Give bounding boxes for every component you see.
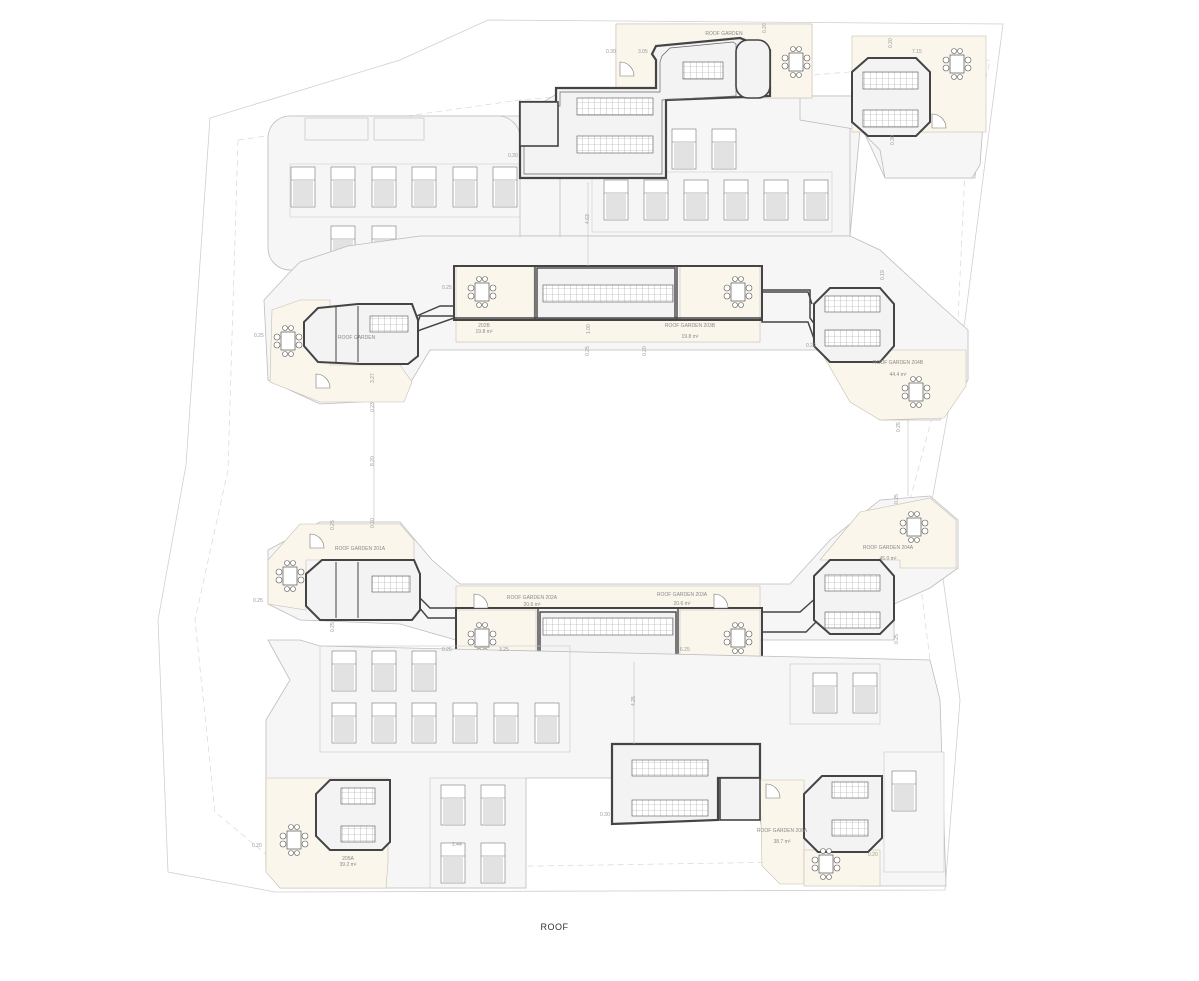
garden-row3-mid-b-area: 20.6 m² (674, 601, 691, 607)
svg-text:0.25: 0.25 (894, 634, 900, 644)
svg-text:0.19: 0.19 (880, 270, 886, 280)
svg-text:3.25: 3.25 (499, 647, 509, 653)
roof-block-row3-left (305, 559, 421, 621)
pv-array (371, 575, 411, 593)
garden-row3-mid-a-label: ROOF GARDEN 202A (507, 595, 558, 601)
roof-block-row2-left (303, 303, 419, 365)
pv-array (862, 71, 919, 90)
garden-bottom-right (759, 779, 805, 885)
svg-text:0.25: 0.25 (442, 647, 452, 653)
pv-array (340, 787, 376, 805)
svg-text:1.00: 1.00 (586, 324, 592, 334)
svg-text:3.05: 3.05 (638, 49, 648, 55)
svg-text:0.23: 0.23 (370, 402, 376, 412)
pv-array (576, 97, 654, 116)
pv-array (631, 799, 709, 817)
garden-row3-right (819, 497, 957, 569)
svg-text:0.20: 0.20 (868, 852, 878, 858)
pv-array (824, 611, 881, 629)
svg-text:0.25: 0.25 (442, 285, 452, 291)
garden-row2-right-label: ROOF GARDEN 204B (873, 360, 924, 366)
svg-text:0.25: 0.25 (330, 622, 336, 632)
garden-row2-mid-b-area: 19.8 m² (682, 334, 699, 340)
svg-text:4.63: 4.63 (585, 214, 591, 224)
pv-array (369, 315, 409, 333)
dimension-labels: 0.30 3.05 0.20 0.30 7.15 0.20 0.30 4.63 … (252, 23, 922, 858)
svg-text:0.25: 0.25 (585, 346, 591, 356)
pv-array (831, 819, 869, 837)
setback-line (194, 59, 991, 871)
terrace-row3 (267, 495, 959, 661)
pv-array (831, 781, 869, 799)
garden-row2-right-area: 44.4 m² (890, 372, 907, 378)
svg-text:0.25: 0.25 (330, 520, 336, 530)
svg-text:0.25: 0.25 (253, 598, 263, 604)
drawing-title: ROOF (540, 922, 569, 932)
garden-bottom-right-area: 38.7 m² (774, 839, 791, 845)
svg-text:6.25: 6.25 (680, 647, 690, 653)
garden-bottom-left-label: 205A (342, 856, 354, 862)
garden-bottom-right-label: ROOF GARDEN 206A (757, 828, 808, 834)
garden-row2-mid-a-area: 19.8 m² (476, 329, 493, 335)
svg-text:3.27: 3.27 (370, 373, 376, 383)
pv-array (682, 61, 724, 80)
svg-text:4.25: 4.25 (631, 696, 637, 706)
svg-text:0.25: 0.25 (896, 422, 902, 432)
svg-text:2.44: 2.44 (452, 842, 462, 848)
svg-text:0.20: 0.20 (806, 343, 816, 349)
svg-text:8.20: 8.20 (370, 456, 376, 466)
svg-text:0.20: 0.20 (888, 38, 894, 48)
site-boundary (157, 19, 1004, 893)
svg-text:0.30: 0.30 (600, 812, 610, 818)
garden-row3-mid-b-label: ROOF GARDEN 203A (657, 592, 708, 598)
garden-bottom-left-area: 39.2 m² (340, 862, 357, 868)
pv-array (542, 617, 674, 636)
pv-array (631, 759, 709, 777)
pv-array (542, 284, 674, 303)
svg-text:0.25: 0.25 (254, 333, 264, 339)
svg-text:0.25: 0.25 (894, 494, 900, 504)
garden-row3-mid-a-area: 20.6 m² (524, 602, 541, 608)
garden-row3-left-label: ROOF GARDEN 201A (335, 546, 386, 552)
svg-text:0.20: 0.20 (642, 346, 648, 356)
garden-row3-right-label: ROOF GARDEN 204A (863, 545, 914, 551)
svg-text:0.30: 0.30 (606, 49, 616, 55)
garden-row2-mid-b-label: ROOF GARDEN 203B (665, 323, 716, 329)
garden-row2-right (819, 349, 967, 421)
svg-text:0.30: 0.30 (890, 135, 896, 145)
svg-text:0.20: 0.20 (762, 23, 768, 33)
pv-array (340, 825, 376, 843)
garden-top-center-label: ROOF GARDEN (705, 31, 743, 37)
garden-row2-left-label: ROOF GARDEN (338, 335, 376, 341)
pv-array (824, 329, 881, 347)
garden-row2-mid-a-label: 202B (478, 323, 490, 329)
svg-text:0.30: 0.30 (508, 153, 518, 159)
garden-row3-right-area: 45.0 m² (880, 556, 897, 562)
pv-array (824, 295, 881, 313)
pv-array (824, 574, 881, 592)
svg-text:7.15: 7.15 (912, 49, 922, 55)
pv-array (862, 109, 919, 128)
svg-text:0.20: 0.20 (370, 518, 376, 528)
pv-array (576, 135, 654, 154)
svg-text:0.20: 0.20 (252, 843, 262, 849)
